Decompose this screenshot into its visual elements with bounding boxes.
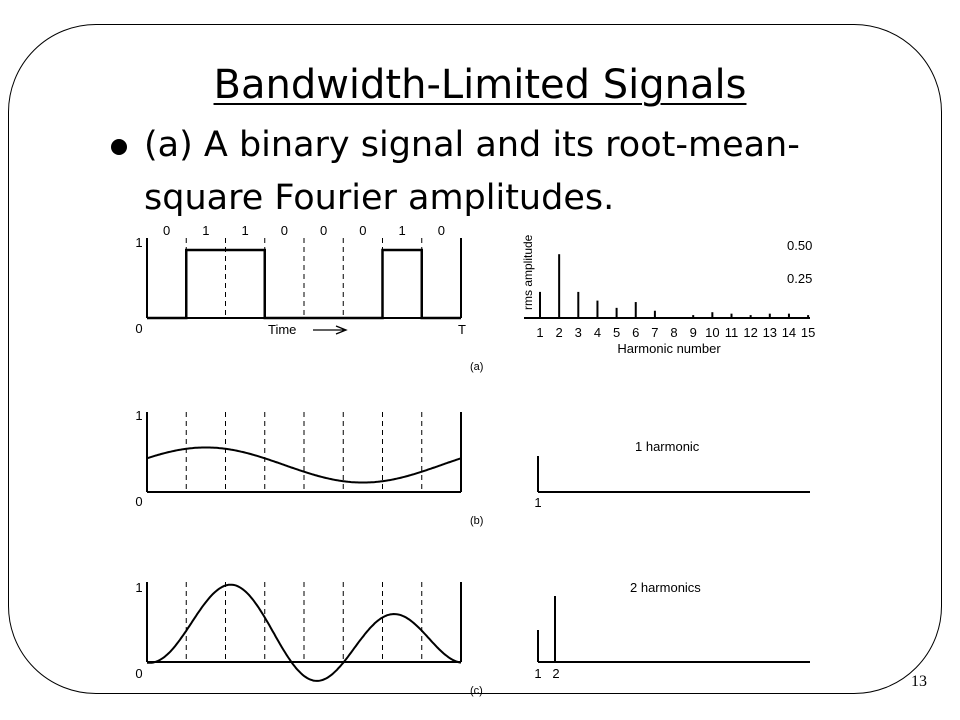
bit-label: 1 [399,223,406,238]
panel-a-y-bottom-label: 0 [135,321,142,336]
panel-b-y-top-label: 1 [135,408,142,423]
caption-b: (b) [470,515,483,527]
panel-c-y-top-label: 1 [135,580,142,595]
harmonic-tick-label: 7 [651,325,658,340]
bullet-dot [111,139,127,155]
slide-title: Bandwidth-Limited Signals [213,62,747,108]
harmonic-tick-label: 13 [763,325,777,340]
panel-c-y-bottom-label: 0 [135,666,142,681]
harmonic-number-label: Harmonic number [617,341,721,356]
harmonic-tick-label: 10 [705,325,719,340]
harmonic-tick-label: 3 [575,325,582,340]
time-label: Time [268,322,296,337]
harmonic-tick-label: 2 [556,325,563,340]
harmonic-tick-label: 15 [801,325,815,340]
spectrum-b-harmonic-1-label: 1 [534,495,541,510]
panel-c-spectrum [537,596,810,663]
bullet-text-line-1: (a) A binary signal and its root-mean- [144,125,800,165]
harmonic-tick-label: 11 [725,325,739,340]
harmonic-tick-label: 1 [536,325,543,340]
panel-b-y-bottom-label: 0 [135,494,142,509]
page-number: 13 [911,673,927,690]
spectrum-c-harmonic-2-label: 2 [552,666,559,681]
spectrum-b-title: 1 harmonic [635,439,700,454]
bit-label: 0 [281,223,288,238]
bit-label: 1 [202,223,209,238]
bit-label: 0 [320,223,327,238]
slide-frame [8,24,942,694]
harmonic-tick-label: 6 [632,325,639,340]
panel-a-y-top-label: 1 [135,235,142,250]
spectrum-c-title: 2 harmonics [630,580,701,595]
time-arrow [313,325,348,335]
panel-b-signal [146,412,462,493]
bullet-text-line-2: square Fourier amplitudes. [144,178,615,218]
caption-c: (c) [470,685,483,697]
panel-c-approximation-curve [146,583,462,682]
spectrum-c-harmonic-1-label: 1 [534,666,541,681]
bit-label: 1 [242,223,249,238]
harmonic-tick-label: 4 [594,325,601,340]
panel-b-approximation-curve [146,446,462,484]
caption-a: (a) [470,361,483,373]
ref-label-025: 0.25 [787,271,812,286]
panel-a-binary-waveform [147,248,461,320]
period-label: T [458,322,466,337]
bit-label: 0 [438,223,445,238]
ref-label-050: 0.50 [787,238,812,253]
panel-c-signal [146,582,462,682]
panel-a-signal [146,238,462,335]
harmonic-tick-label: 12 [743,325,757,340]
panel-a-spectrum [524,254,810,319]
bit-label: 0 [163,223,170,238]
harmonic-tick-label: 5 [613,325,620,340]
panel-b-spectrum [537,456,810,493]
harmonic-tick-label: 8 [670,325,677,340]
bit-label: 0 [359,223,366,238]
harmonic-tick-label: 14 [782,325,796,340]
rms-amplitude-axis-label: rms amplitude [521,234,535,310]
harmonic-tick-label: 9 [690,325,697,340]
